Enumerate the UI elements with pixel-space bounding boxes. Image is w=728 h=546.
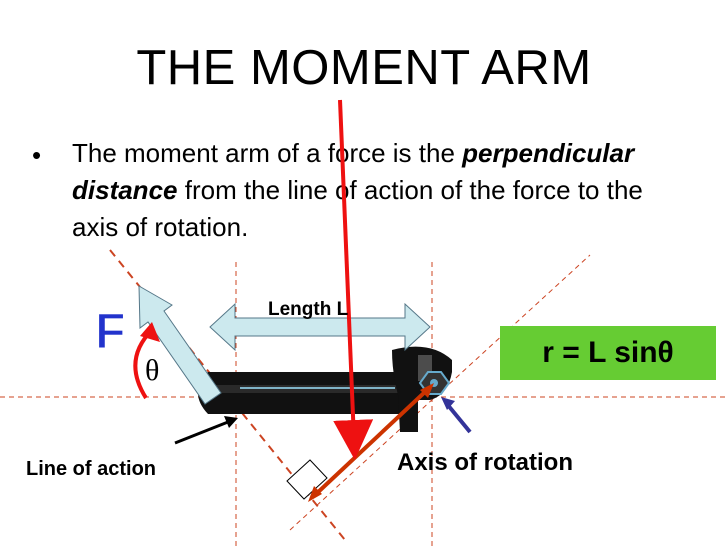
perpendicular-guide-line <box>289 254 591 531</box>
force-arrow <box>138 285 222 405</box>
moment-arm-arrowhead-bottom <box>308 486 322 502</box>
line-of-action-pointer <box>174 420 229 445</box>
length-label: Length L <box>268 299 349 320</box>
angle-label: θ <box>145 354 159 387</box>
bullet-text: The moment arm of a force is the perpend… <box>72 135 692 246</box>
red-vertical-arrow <box>333 99 374 460</box>
formula-box: r = L sinθ <box>500 326 716 380</box>
right-angle-marker <box>286 459 328 500</box>
force-label: F <box>95 303 126 359</box>
length-double-arrow <box>209 302 431 352</box>
bullet-emphasis: perpendicular distance <box>72 138 635 205</box>
bullet-suffix: from the line of action of the force to … <box>72 175 643 242</box>
formula-text: r = L sinθ <box>542 336 674 369</box>
line-of-action-label: Line of action <box>26 458 156 480</box>
axis-pointer-line <box>445 402 472 434</box>
slide-title: THE MOMENT ARM <box>136 41 592 95</box>
line-of-action-pointer-head <box>224 416 238 428</box>
moment-arm-arrowhead-top <box>420 383 434 398</box>
bullet-prefix: The moment arm of a force is the <box>72 138 463 168</box>
bullet-marker: • <box>32 140 42 170</box>
axis-of-rotation-label: Axis of rotation <box>397 449 573 476</box>
angle-arc-arrowhead <box>140 322 160 342</box>
axis-pointer-arrowhead <box>441 397 455 410</box>
